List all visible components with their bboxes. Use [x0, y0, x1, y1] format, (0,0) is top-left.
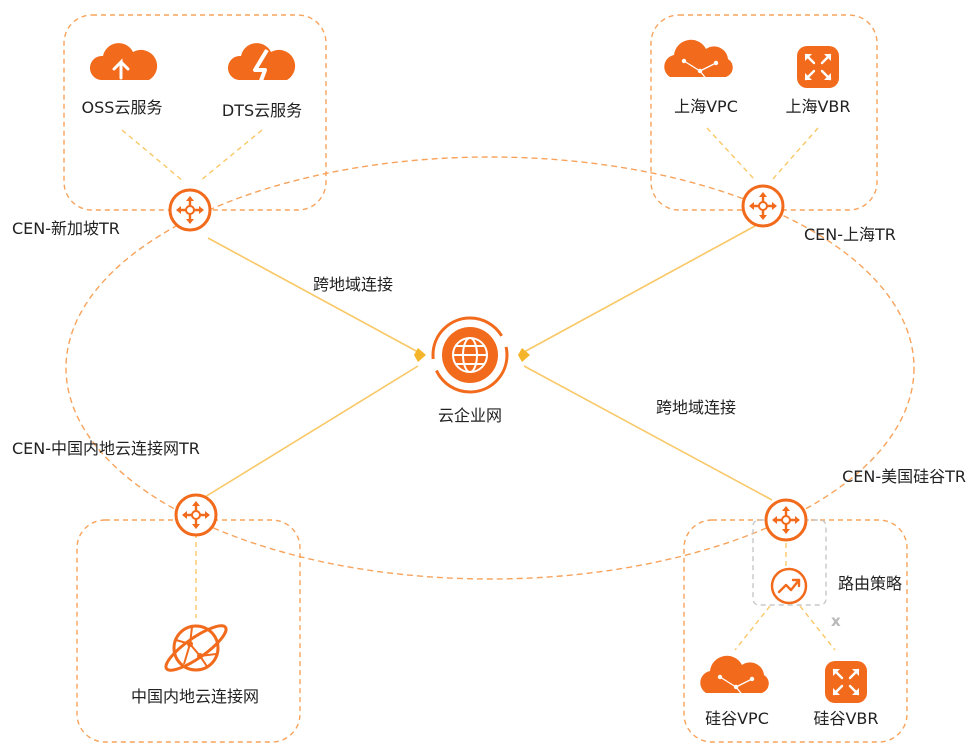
- node-label-sv-vbr: 硅谷VBR: [813, 709, 879, 728]
- vpc-cloud-icon-silicon-valley: [700, 655, 769, 700]
- vbr-icon-silicon-valley: [825, 661, 867, 703]
- transit-router-icon-china-ccn: [174, 493, 218, 537]
- link-label-top: 跨地域连接: [313, 275, 394, 294]
- blocked-mark: x: [831, 612, 841, 630]
- node-label-sv-vpc: 硅谷VPC: [705, 709, 769, 728]
- oss-cloud-icon: [89, 43, 158, 80]
- router-label-silicon-valley: CEN-美国硅谷TR: [842, 467, 966, 486]
- cen-ring: [65, 156, 915, 580]
- attachment-lines: [121, 127, 836, 651]
- center-label: 云企业网: [437, 406, 503, 425]
- ccn-planet-icon: [164, 624, 228, 672]
- router-label-china-ccn: CEN-中国内地云连接网TR: [12, 439, 200, 458]
- node-label-oss: OSS云服务: [81, 98, 163, 117]
- dts-cloud-icon: [227, 43, 296, 87]
- route-policy-icon: [770, 567, 808, 605]
- cross-region-links: [199, 225, 773, 501]
- transit-router-icon-shanghai: [741, 184, 785, 228]
- node-label-dts: DTS云服务: [221, 101, 303, 120]
- router-label-singapore: CEN-新加坡TR: [12, 219, 120, 238]
- vbr-icon-shanghai: [797, 46, 839, 88]
- route-policy-label: 路由策略: [838, 574, 903, 593]
- transit-router-icon-singapore: [168, 188, 212, 232]
- link-arrowheads: [414, 348, 530, 362]
- transit-router-icon-silicon-valley: [764, 498, 808, 542]
- globe-icon: [431, 316, 509, 394]
- vpc-cloud-icon-shanghai: [664, 39, 733, 84]
- node-label-china-ccn: 中国内地云连接网: [130, 687, 260, 706]
- node-label-shanghai-vpc: 上海VPC: [674, 97, 738, 116]
- router-label-shanghai: CEN-上海TR: [804, 225, 896, 244]
- node-label-shanghai-vbr: 上海VBR: [785, 97, 851, 116]
- link-label-bottom: 跨地域连接: [656, 398, 737, 417]
